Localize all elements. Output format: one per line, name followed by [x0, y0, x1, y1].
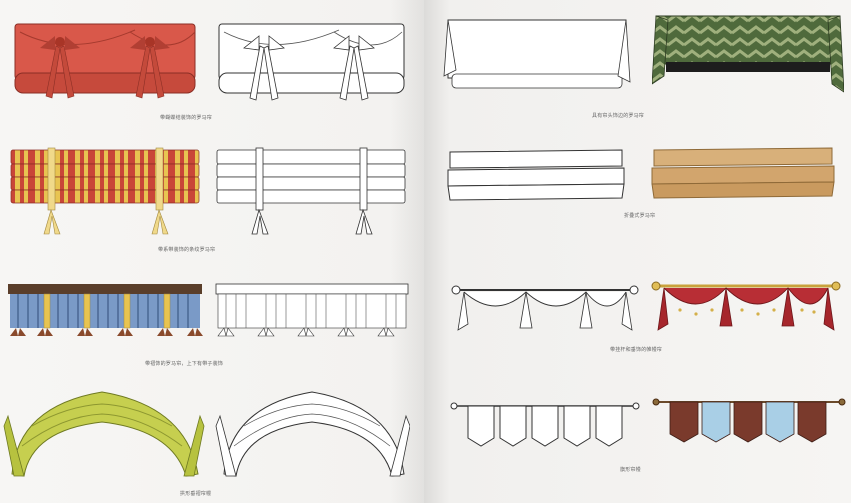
finial-icon	[451, 285, 461, 295]
caption-6: 带挂杆和垂饰的帷幔帘	[610, 347, 663, 353]
right-page: 具有帘头饰边的罗马帘 折叠式罗马帘	[424, 0, 851, 503]
pennant-icon	[467, 405, 623, 447]
red-bow-roman-shade-sketch	[218, 23, 405, 101]
caption-7: 拱形垂褶帘幔	[180, 491, 212, 497]
pleated-bow-shade-sketch	[215, 283, 409, 337]
valance-shade-sketch	[443, 19, 631, 89]
rod-swag-sketch	[451, 285, 639, 331]
arched-swag-sketch	[215, 391, 410, 477]
folded-shade-sketch	[447, 149, 625, 201]
pleated-bow-shade-color	[8, 284, 203, 336]
folded-shade-color	[651, 147, 835, 199]
caption-4: 折叠式罗马帘	[624, 213, 656, 219]
caption-1: 带蝴蝶结装饰的罗马帘	[160, 115, 213, 121]
striped-roman-shade-color	[10, 147, 200, 235]
pennant-valance-sketch	[450, 402, 640, 447]
bow-tie-icon	[130, 36, 170, 99]
finial-icon	[629, 285, 639, 295]
caption-2: 具有帘头饰边的罗马帘	[592, 113, 645, 119]
bow-tie-icon	[10, 328, 203, 336]
arched-swag-color	[3, 391, 205, 477]
red-bow-roman-shade-color	[14, 23, 196, 99]
caption-3: 带系带装饰的条纹罗马帘	[158, 247, 216, 253]
pennant-valance-color	[652, 398, 846, 443]
bow-tie-icon	[40, 36, 80, 99]
caption-8: 旗形帘幔	[620, 467, 641, 473]
rod-swag-color	[651, 281, 841, 331]
striped-roman-shade-sketch	[216, 147, 406, 235]
caption-5: 带褶饰的罗马帘，上下有带子装饰	[145, 361, 224, 367]
chevron-valance-color	[652, 15, 844, 93]
left-page: 带蝴蝶结装饰的罗马帘	[0, 0, 424, 503]
